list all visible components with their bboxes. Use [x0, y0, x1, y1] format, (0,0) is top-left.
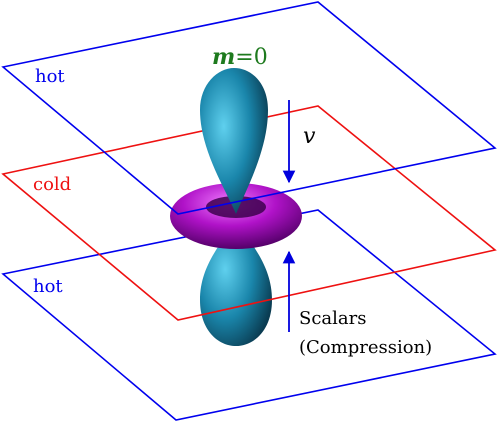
- upper-lobe: [200, 68, 268, 214]
- mode-symbol: m: [212, 44, 235, 70]
- velocity-label: v: [303, 124, 316, 149]
- scalars-label: Scalars: [299, 308, 366, 329]
- compression-label: (Compression): [299, 337, 432, 358]
- lower-lobe: [200, 218, 272, 346]
- top-hot-plane: [1, 1, 497, 215]
- mode-label: m=0: [212, 44, 268, 70]
- top-plane-label: hot: [35, 66, 65, 87]
- mode-value: =0: [235, 45, 267, 70]
- bottom-plane-label: hot: [33, 276, 63, 297]
- middle-plane-label: cold: [33, 174, 71, 195]
